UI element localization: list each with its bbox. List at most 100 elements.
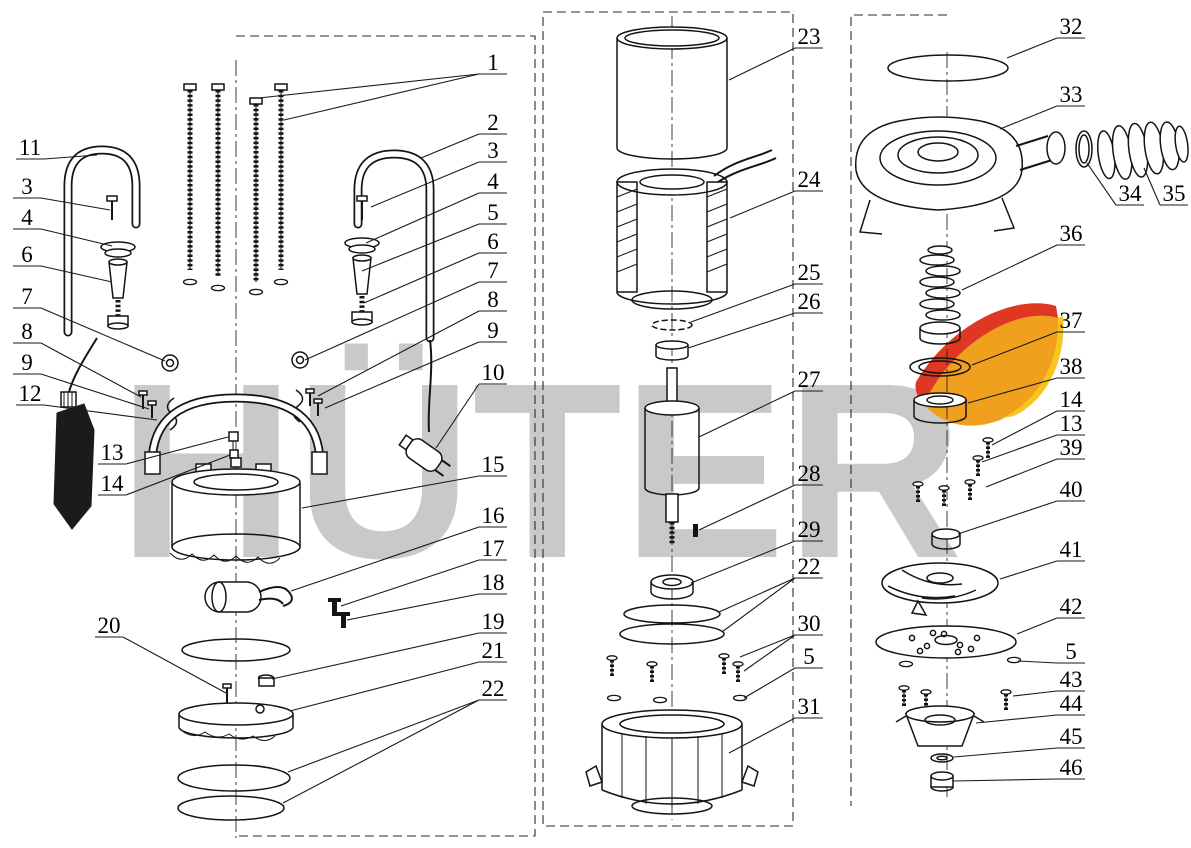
part-23-shell xyxy=(616,26,728,160)
callout-4: 4 xyxy=(487,169,499,194)
callout-42: 42 xyxy=(1060,594,1083,619)
callout-7: 7 xyxy=(487,258,499,283)
carry-handle xyxy=(144,393,328,475)
part-20-screw xyxy=(222,683,232,703)
part-2-handle-right xyxy=(353,149,435,433)
part-19-oring xyxy=(181,638,291,687)
callout-17: 17 xyxy=(482,536,505,561)
callout-6: 6 xyxy=(21,242,33,267)
callout-9: 9 xyxy=(487,318,499,343)
callout-20: 20 xyxy=(98,613,121,638)
callout-37: 37 xyxy=(1060,308,1083,333)
part-24-stator xyxy=(616,149,777,310)
callout-33: 33 xyxy=(1060,82,1083,107)
callout-5: 5 xyxy=(487,200,499,225)
callout-14: 14 xyxy=(101,471,125,496)
callout-8: 8 xyxy=(21,319,33,344)
callout-7: 7 xyxy=(21,284,33,309)
part-31-pump-body xyxy=(585,709,759,815)
callout-5: 5 xyxy=(803,644,815,669)
part-16-capacitor xyxy=(204,581,293,613)
part-28-pin xyxy=(693,524,698,537)
callout-15: 15 xyxy=(482,452,505,477)
part-27-rotor xyxy=(644,367,700,544)
callout-43: 43 xyxy=(1060,667,1083,692)
part-34-ring xyxy=(1075,130,1093,168)
part-21-suction-plate xyxy=(178,702,294,741)
callout-29: 29 xyxy=(798,517,821,542)
callout-3: 3 xyxy=(21,174,33,199)
callout-3: 3 xyxy=(487,138,499,163)
part-25-wave-washer xyxy=(651,319,693,331)
callout-38: 38 xyxy=(1060,354,1083,379)
right-assembly xyxy=(855,54,1189,792)
part-22-orings xyxy=(177,764,291,821)
callout-8: 8 xyxy=(487,287,499,312)
part-36-spring xyxy=(919,245,961,345)
part-37-seal-ring xyxy=(909,357,971,377)
callout-35: 35 xyxy=(1163,181,1186,206)
part-33-pump-head xyxy=(855,116,1066,235)
part-30-screws xyxy=(605,651,748,704)
callout-32: 32 xyxy=(1060,14,1083,39)
part-40-bushing xyxy=(931,528,961,550)
part-7-eyelets xyxy=(161,351,309,372)
part-35-hose-connector xyxy=(1096,121,1189,181)
callout-40: 40 xyxy=(1060,477,1083,502)
part-26-sleeve xyxy=(655,340,689,361)
callout-16: 16 xyxy=(482,503,505,528)
callout-46: 46 xyxy=(1060,755,1083,780)
callout-21: 21 xyxy=(482,638,505,663)
right-cable-gland xyxy=(344,195,380,326)
right-lower-fasteners xyxy=(897,656,1022,712)
parts-17-18-screws xyxy=(328,598,350,628)
callout-18: 18 xyxy=(482,570,505,595)
callout-layer: 1134678912131420123456789101516171819212… xyxy=(13,14,1188,804)
callout-36: 36 xyxy=(1060,221,1083,246)
callout-45: 45 xyxy=(1060,724,1083,749)
callout-5: 5 xyxy=(1065,639,1077,664)
part-42-plate xyxy=(875,625,1017,659)
callout-9: 9 xyxy=(21,350,33,375)
callout-41: 41 xyxy=(1060,537,1083,562)
middle-assembly xyxy=(585,26,777,815)
callout-22: 22 xyxy=(482,676,505,701)
part-10-power-plug xyxy=(398,434,451,477)
callout-13: 13 xyxy=(1060,411,1083,436)
float-switch xyxy=(53,337,98,530)
part-41-impeller xyxy=(881,562,999,616)
callout-13: 13 xyxy=(101,440,124,465)
part-38-mech-seal xyxy=(913,392,967,424)
callout-31: 31 xyxy=(798,694,821,719)
left-cable-gland xyxy=(100,195,136,330)
part-22-orings-middle xyxy=(619,604,725,645)
callout-4: 4 xyxy=(21,205,33,230)
callout-14: 14 xyxy=(1060,387,1084,412)
part-44-diffuser xyxy=(895,705,985,747)
callout-44: 44 xyxy=(1060,691,1084,716)
callout-39: 39 xyxy=(1060,435,1083,460)
part-1-bolts xyxy=(182,83,289,296)
callout-25: 25 xyxy=(798,260,821,285)
part-46-nut xyxy=(930,771,954,792)
callout-28: 28 xyxy=(798,461,821,486)
callout-22: 22 xyxy=(798,554,821,579)
part-32-oring xyxy=(887,54,1009,82)
callout-27: 27 xyxy=(798,367,821,392)
callout-34: 34 xyxy=(1119,181,1143,206)
callout-2: 2 xyxy=(487,110,499,135)
callout-11: 11 xyxy=(19,135,41,160)
callout-19: 19 xyxy=(482,609,505,634)
callout-24: 24 xyxy=(798,167,822,192)
callout-1: 1 xyxy=(487,50,499,75)
callout-12: 12 xyxy=(19,381,42,406)
callout-10: 10 xyxy=(482,360,505,385)
callout-6: 6 xyxy=(487,229,499,254)
part-11-handle-left xyxy=(63,145,141,337)
callout-30: 30 xyxy=(798,611,821,636)
part-15-motor-housing xyxy=(169,457,301,564)
callout-23: 23 xyxy=(798,24,821,49)
part-45-washer xyxy=(930,753,954,763)
callout-26: 26 xyxy=(798,289,821,314)
